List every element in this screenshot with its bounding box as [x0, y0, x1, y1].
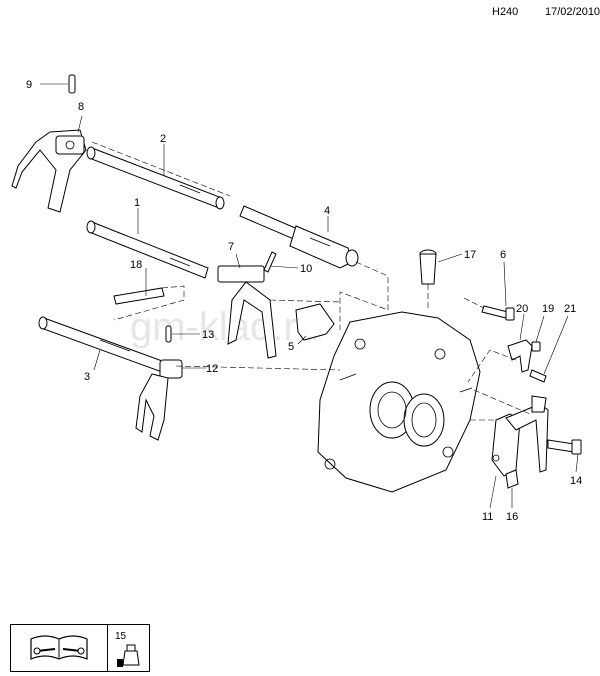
part-16-clip[interactable]	[505, 469, 519, 489]
manual-wrench-icon	[30, 635, 88, 660]
part-6-bolt[interactable]	[481, 305, 515, 321]
part-14-bolt[interactable]	[547, 439, 582, 455]
part-11-lever-bracket[interactable]	[491, 395, 549, 477]
callout-21: 21	[564, 303, 576, 315]
part-12-shift-fork[interactable]	[135, 359, 183, 441]
gearbox-housing[interactable]	[317, 311, 481, 493]
callout-13: 13	[202, 329, 214, 341]
diagram-date: 17/02/2010	[545, 6, 600, 18]
callout-4: 4	[324, 205, 330, 217]
watermark: gm-klad.ru	[130, 305, 319, 349]
callout-19: 19	[542, 303, 554, 315]
legend-item-number: 15	[115, 631, 127, 642]
callout-16: 16	[506, 511, 518, 523]
callout-18: 18	[130, 259, 142, 271]
part-13-pin[interactable]	[165, 325, 172, 343]
callout-12: 12	[206, 363, 218, 375]
part-7-shift-fork[interactable]	[217, 265, 277, 359]
part-20-bracket[interactable]	[507, 339, 533, 373]
part-4-selector-shaft[interactable]	[239, 205, 359, 269]
callout-1: 1	[134, 197, 140, 209]
legend-manual-cell	[11, 625, 108, 671]
part-8-shift-fork[interactable]	[11, 129, 87, 213]
part-17-plug[interactable]	[419, 249, 437, 285]
callout-8: 8	[78, 101, 84, 113]
part-5-interlock[interactable]	[295, 303, 335, 341]
callout-10: 10	[300, 263, 312, 275]
part-19-nut[interactable]	[531, 341, 541, 352]
diagram-code: H240	[492, 6, 519, 18]
legend-box: 15	[10, 624, 150, 672]
part-10-pin[interactable]	[263, 251, 277, 273]
callout-17: 17	[464, 249, 476, 261]
callout-3: 3	[84, 371, 90, 383]
callout-labels: 9 8 2 1 4 7 10 18 13 12 3 5 17 6 20 19 2…	[26, 79, 582, 523]
callout-20: 20	[516, 303, 528, 315]
callout-11: 11	[482, 511, 493, 523]
part-21-screw[interactable]	[529, 369, 547, 383]
assembly-guide-lines	[91, 141, 531, 421]
part-9-pin[interactable]	[68, 74, 76, 94]
callout-7: 7	[228, 241, 234, 253]
part-18-pin[interactable]	[113, 287, 165, 305]
adhesive-tube-icon	[117, 644, 140, 667]
callout-6: 6	[500, 249, 506, 261]
part-1-shift-rod[interactable]	[86, 220, 209, 279]
part-2-shift-rod[interactable]	[86, 146, 225, 210]
leader-lines	[40, 83, 579, 509]
callout-9: 9	[26, 79, 32, 91]
callout-5: 5	[288, 341, 294, 353]
callout-14: 14	[570, 475, 582, 487]
callout-2: 2	[160, 133, 166, 145]
